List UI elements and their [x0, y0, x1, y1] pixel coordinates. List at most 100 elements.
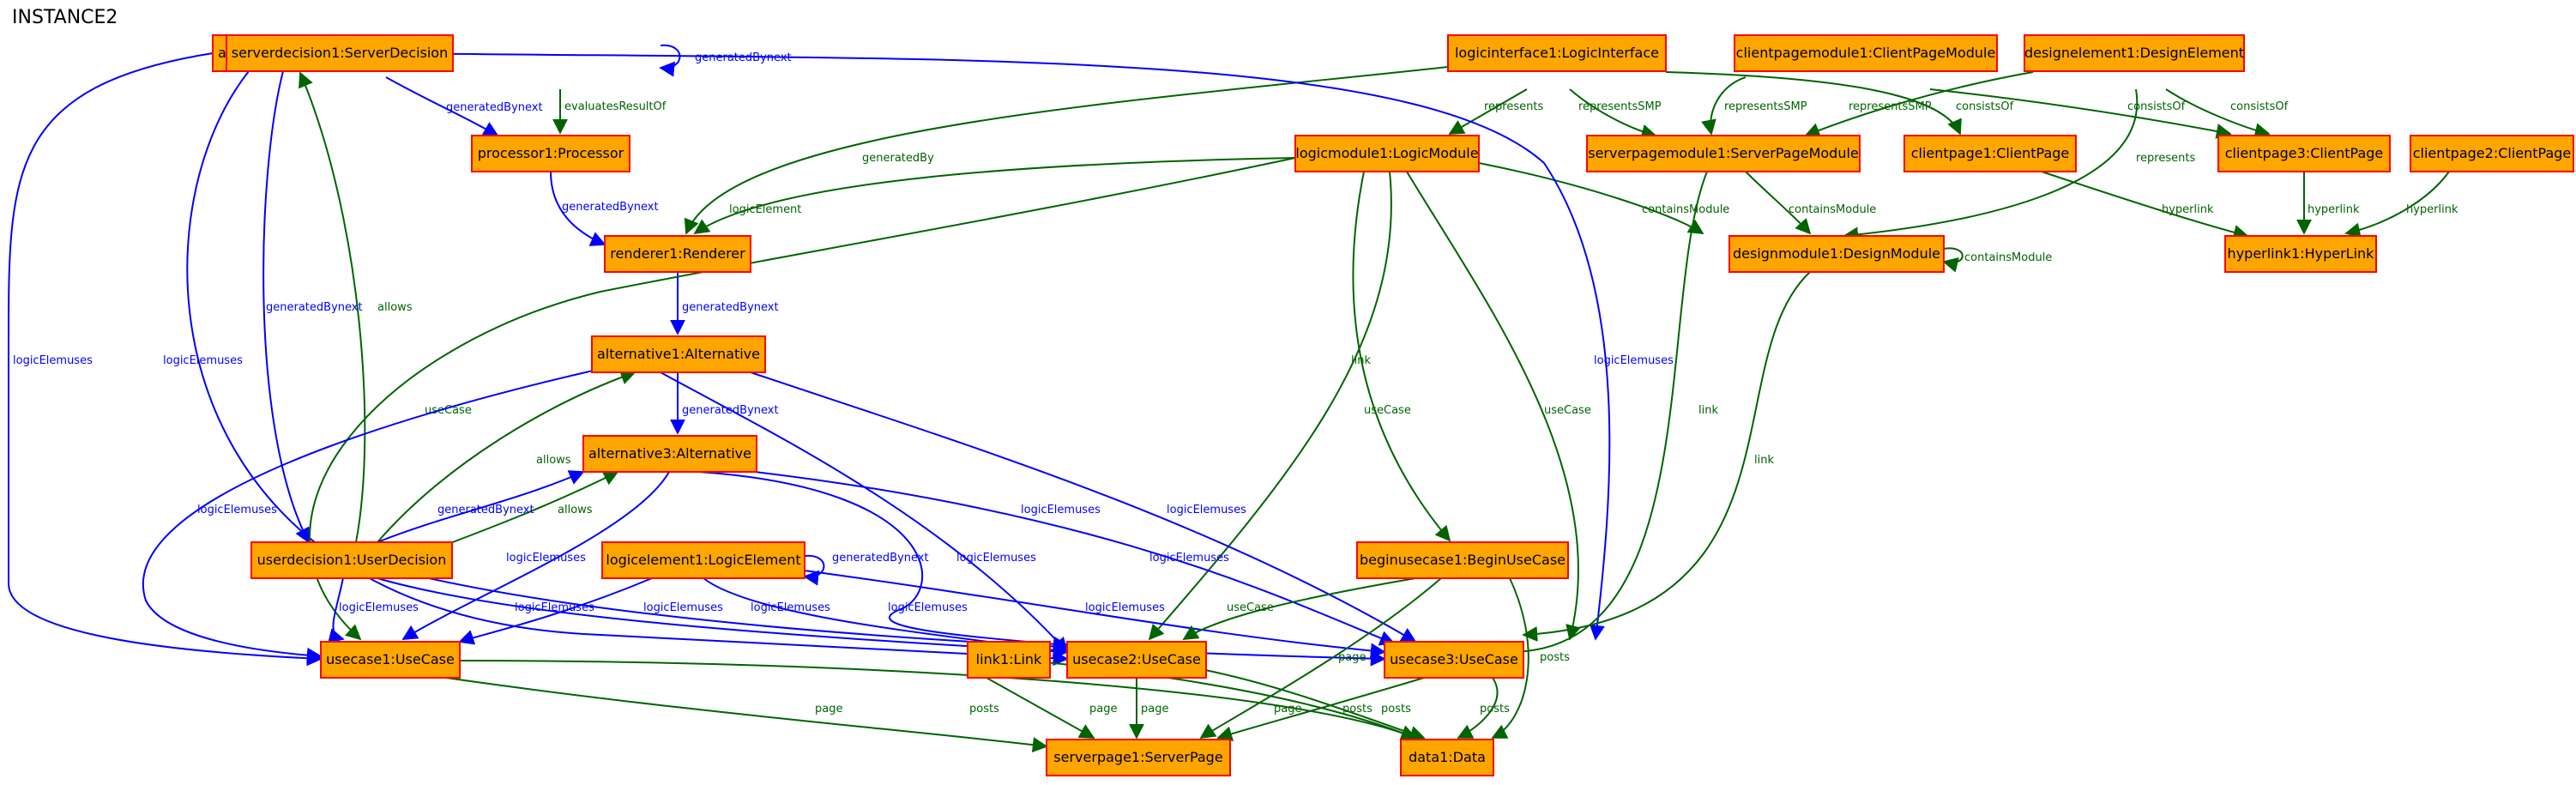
edge-line: [803, 554, 825, 586]
node-box[interactable]: [2217, 135, 2391, 172]
node-label: designmodule1:DesignModule: [1733, 245, 1940, 262]
node-box[interactable]: [967, 641, 1051, 679]
node-box[interactable]: [250, 541, 453, 579]
node-usecase3[interactable]: usecase3:UseCase: [1384, 641, 1524, 679]
node-box[interactable]: [1356, 541, 1569, 579]
node-clientpage2[interactable]: clientpage2:ClientPage: [2410, 135, 2574, 172]
node-serverdecision1[interactable]: serverdecision1:ServerDecision: [226, 34, 454, 72]
node-designmodule1[interactable]: designmodule1:DesignModule: [1728, 235, 1945, 273]
edge-designelement1-to-designmodule1: represents: [1843, 88, 2195, 243]
node-box[interactable]: [1046, 739, 1231, 776]
edge-line: [328, 577, 345, 643]
edge-line: [797, 569, 1386, 659]
node-data1[interactable]: data1:Data: [1400, 739, 1494, 776]
node-designelement1[interactable]: designelement1:DesignElement: [2024, 34, 2245, 72]
node-box[interactable]: [591, 335, 766, 373]
node-usecase2[interactable]: usecase2:UseCase: [1066, 641, 1207, 679]
edge-label: containsModule: [1642, 203, 1729, 216]
diagram-title: INSTANCE2: [12, 7, 118, 28]
edge-label: posts: [1540, 651, 1570, 664]
node-box[interactable]: [1066, 641, 1207, 679]
node-box[interactable]: [1384, 641, 1524, 679]
node-beginusecase1[interactable]: beginusecase1:BeginUseCase: [1356, 541, 1569, 579]
node-box[interactable]: [1447, 34, 1667, 72]
node-label: clientpagemodule1:ClientPageModule: [1736, 45, 1996, 61]
node-box[interactable]: [226, 34, 454, 72]
edge-line: [142, 368, 601, 663]
node-clientpage3[interactable]: clientpage3:ClientPage: [2217, 135, 2391, 172]
node-box[interactable]: [320, 641, 461, 679]
node-userdecision1[interactable]: userdecision1:UserDecision: [250, 541, 453, 579]
node-serverpagemodule1[interactable]: serverpagemodule1:ServerPageModule: [1586, 135, 1861, 172]
edge-processor1-to-renderer1: generatedBynext: [550, 171, 659, 246]
edge-label: representsSMP: [1578, 100, 1662, 113]
node-processor1[interactable]: processor1:Processor: [471, 135, 630, 172]
edge-alternative1-to-alternative3: generatedBynext: [670, 372, 779, 435]
node-box[interactable]: [471, 135, 630, 172]
edge-line: [385, 76, 499, 136]
node-alternative1[interactable]: alternative1:Alternative: [591, 335, 766, 373]
edge-line: [1665, 71, 1962, 136]
node-hyperlink1[interactable]: hyperlink1:HyperLink: [2224, 235, 2377, 273]
edge-label: logicElemuses: [1149, 552, 1229, 565]
edge-alternative2-to-usecase2: logicElemuses: [163, 70, 1069, 667]
node-link1[interactable]: link1:Link: [967, 641, 1051, 679]
edge-line: [1406, 171, 1581, 641]
edge-label: generatedBynext: [832, 552, 929, 565]
edge-label: logicElemuses: [1021, 504, 1101, 516]
node-box[interactable]: [604, 235, 751, 273]
edge-line: [1843, 88, 2139, 243]
edge-userdecision1-to-usecase2: logicElemuses: [377, 577, 1069, 660]
node-usecase1[interactable]: usecase1:UseCase: [320, 641, 461, 679]
node-box[interactable]: [601, 541, 805, 579]
edge-logicinterface1-to-serverpagemodule1: representsSMP: [1569, 88, 1662, 140]
node-label: alternative3:Alternative: [588, 445, 751, 462]
edge-label: logicElemuses: [956, 552, 1036, 565]
edge-beginusecase1-to-serverpage1: page: [1199, 577, 1442, 739]
edge-label: page: [1338, 651, 1366, 664]
node-logicelement1[interactable]: logicelement1:LogicElement: [601, 541, 805, 579]
edge-line: [428, 577, 1386, 667]
node-box[interactable]: [2224, 235, 2377, 273]
node-box[interactable]: [1586, 135, 1861, 172]
node-box[interactable]: [2410, 135, 2574, 172]
node-box[interactable]: [1734, 34, 1998, 72]
node-box[interactable]: [582, 435, 757, 473]
edge-beginusecase1-to-usecase2: useCase: [1182, 577, 1416, 640]
edge-alternative1-to-usecase3: logicElemuses: [750, 371, 1417, 643]
edge-label: logicElemuses: [515, 601, 594, 614]
edge-line: [1942, 247, 1964, 273]
node-logicinterface1[interactable]: logicinterface1:LogicInterface: [1447, 34, 1667, 72]
node-logicmodule1[interactable]: logicmodule1:LogicModule: [1294, 135, 1480, 172]
node-box[interactable]: [1400, 739, 1494, 776]
node-label: usecase2:UseCase: [1072, 651, 1201, 667]
node-box[interactable]: [1294, 135, 1480, 172]
edge-label: generatedBynext: [266, 301, 363, 314]
node-renderer1[interactable]: renderer1:Renderer: [604, 235, 751, 273]
edge-label: page: [1089, 703, 1117, 716]
node-label: beginusecase1:BeginUseCase: [1360, 552, 1566, 568]
edge-line: [299, 71, 366, 543]
edge-logicinterface1-to-logicmodule1: represents: [1448, 88, 1543, 135]
node-clientpage1[interactable]: clientpage1:ClientPage: [1903, 135, 2077, 172]
edge-clientpagemodule1-to-serverpagemodule1: representsSMP: [1701, 76, 1807, 136]
edge-userdecision1-to-alternative2: allows: [299, 71, 413, 543]
edge-label: logicElemuses: [1085, 601, 1165, 614]
node-label: processor1:Processor: [478, 145, 624, 161]
node-serverpage1[interactable]: serverpage1:ServerPage: [1046, 739, 1231, 776]
node-clientpagemodule1[interactable]: clientpagemodule1:ClientPageModule: [1734, 34, 1998, 72]
node-box[interactable]: [2024, 34, 2245, 72]
edge-designelement1-to-clientpage3: consistsOf: [2165, 88, 2289, 138]
node-box[interactable]: [1728, 235, 1945, 273]
edge-label: allows: [558, 504, 593, 516]
edge-line: [385, 52, 1611, 641]
node-box[interactable]: [1903, 135, 2077, 172]
edge-label: logicElemuses: [163, 354, 243, 367]
edge-line: [1352, 171, 1451, 542]
node-label: designelement1:DesignElement: [2024, 45, 2244, 61]
edge-line: [401, 471, 670, 640]
edge-line: [660, 371, 1069, 654]
edge-label: logicElemuses: [13, 354, 93, 367]
edge-line: [1457, 677, 1499, 739]
node-alternative3[interactable]: alternative3:Alternative: [582, 435, 757, 473]
